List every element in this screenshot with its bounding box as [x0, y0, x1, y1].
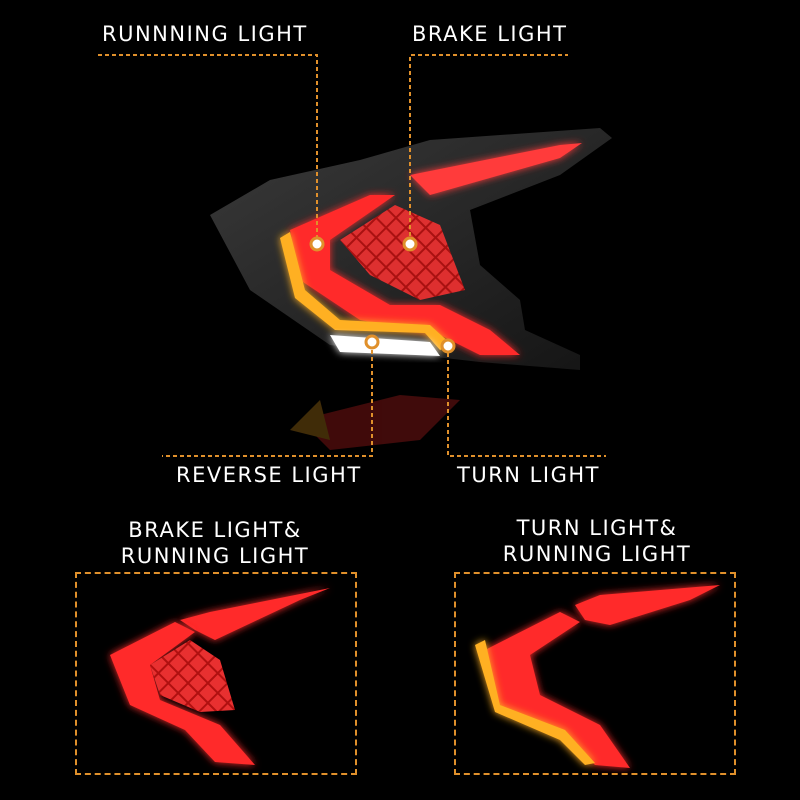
right-panel-title-line2: RUNNING LIGHT [502, 542, 692, 566]
reverse-light-label: REVERSE LIGHT [176, 463, 362, 487]
upper-light-strip [410, 143, 582, 195]
right-panel-illustration [475, 585, 720, 768]
brake-callout-dot [402, 236, 418, 252]
reverse-light-strip [330, 335, 440, 356]
running-light-strip [290, 195, 520, 355]
brake-light-label: BRAKE LIGHT [412, 22, 568, 46]
brake-light-panel [340, 205, 465, 300]
left-panel-title-line2: RUNNING LIGHT [120, 544, 310, 568]
running-callout-dot [309, 236, 325, 252]
reflection [290, 395, 460, 450]
running-callout-line [98, 54, 318, 243]
reverse-callout-line [162, 343, 373, 457]
right-panel-title: TURN LIGHT& RUNNING LIGHT [503, 515, 692, 567]
turn-callout-line [447, 346, 606, 457]
turn-light-strip [280, 232, 452, 350]
right-panel-title-line1: TURN LIGHT& [516, 516, 678, 540]
left-panel-title-line1: BRAKE LIGHT& [128, 518, 302, 542]
turn-callout-dot [440, 338, 456, 354]
left-panel-frame [75, 572, 357, 775]
reverse-callout-dot [364, 334, 380, 350]
left-panel-illustration [110, 588, 330, 765]
turn-light-label: TURN LIGHT [457, 463, 600, 487]
running-light-label: RUNNNING LIGHT [102, 22, 308, 46]
left-panel-title: BRAKE LIGHT& RUNNING LIGHT [121, 517, 310, 569]
right-panel-frame [454, 572, 736, 775]
